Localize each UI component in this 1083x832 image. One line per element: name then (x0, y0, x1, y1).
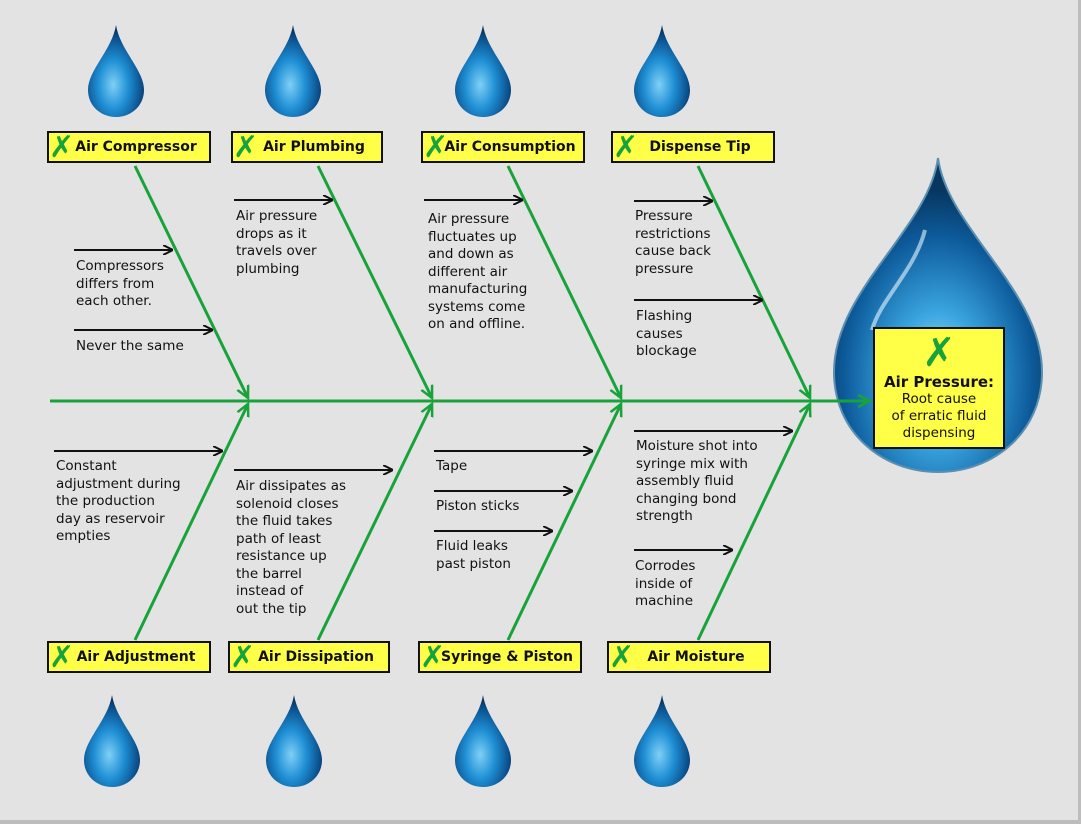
check-mark-icon: ✗ (609, 640, 635, 675)
category-label: Air Plumbing (263, 139, 365, 155)
cause-text: Pressure restrictions cause back pressur… (635, 208, 711, 277)
check-mark-icon: ✗ (420, 640, 446, 675)
cause-text: Air dissipates as solenoid closes the fl… (236, 478, 347, 617)
root-cause-description: Root cause of erratic fluid dispensing (891, 391, 987, 441)
water-drop-icon (88, 25, 144, 117)
root-cause-box: ✗ Air Pressure: Root cause of erratic fl… (873, 327, 1005, 449)
check-mark-icon: ✗ (613, 130, 639, 165)
category-syringe-piston: ✗ Syringe & Piston (418, 640, 582, 675)
category-label: Air Dissipation (258, 649, 374, 665)
water-drop-icon (266, 695, 322, 787)
water-drop-icon (634, 25, 690, 117)
bone-air-moisture (696, 404, 810, 641)
category-label: Air Adjustment (76, 649, 196, 665)
cause-text: Piston sticks (436, 498, 520, 514)
category-label: Air Compressor (75, 139, 197, 155)
cause-text: Never the same (76, 338, 184, 354)
bone-air-plumbing (316, 165, 434, 398)
check-mark-icon: ✗ (230, 640, 256, 675)
category-air-adjustment: ✗ Air Adjustment (47, 640, 211, 675)
check-mark-icon: ✗ (423, 130, 449, 165)
cause-text: Compressors differs from each other. (76, 258, 164, 309)
bone-dispense-tip (696, 165, 810, 398)
cause-text: Flashing causes blockage (636, 308, 697, 359)
category-air-dissipation: ✗ Air Dissipation (228, 640, 390, 675)
category-air-consumption: ✗ Air Consumption (421, 130, 585, 165)
category-dispense-tip: ✗ Dispense Tip (611, 130, 775, 165)
category-air-plumbing: ✗ Air Plumbing (231, 130, 383, 165)
bone-syringe-piston (506, 404, 621, 641)
bone-air-consumption (506, 165, 621, 398)
category-label: Syringe & Piston (440, 649, 574, 665)
cause-text: Air pressure fluctuates up and down as d… (428, 211, 528, 332)
cause-text: Air pressure drops as it travels over pl… (236, 208, 318, 277)
category-label: Air Moisture (647, 649, 745, 665)
check-mark-icon: ✗ (922, 330, 956, 376)
category-air-compressor: ✗ Air Compressor (47, 130, 211, 165)
bone-air-compressor (133, 165, 248, 398)
category-label: Air Consumption (444, 139, 576, 155)
check-mark-icon: ✗ (49, 640, 75, 675)
cause-text: Fluid leaks past piston (436, 538, 511, 572)
water-drop-icon (84, 695, 140, 787)
bone-air-dissipation (316, 404, 432, 641)
category-air-moisture: ✗ Air Moisture (607, 640, 771, 675)
category-label: Dispense Tip (649, 139, 751, 155)
cause-text: Moisture shot into syringe mix with asse… (636, 438, 758, 524)
water-drop-icon (265, 25, 321, 117)
check-mark-icon: ✗ (49, 130, 75, 165)
water-drop-icon (455, 695, 511, 787)
bone-air-adjustment (133, 404, 248, 641)
cause-text: Tape (436, 458, 468, 474)
check-mark-icon: ✗ (233, 130, 259, 165)
water-drop-icon (634, 695, 690, 787)
cause-text: Corrodes inside of machine (635, 558, 696, 609)
water-drop-icon (455, 25, 511, 117)
root-cause-title: Air Pressure: (883, 373, 995, 391)
cause-text: Constant adjustment during the productio… (56, 458, 181, 544)
